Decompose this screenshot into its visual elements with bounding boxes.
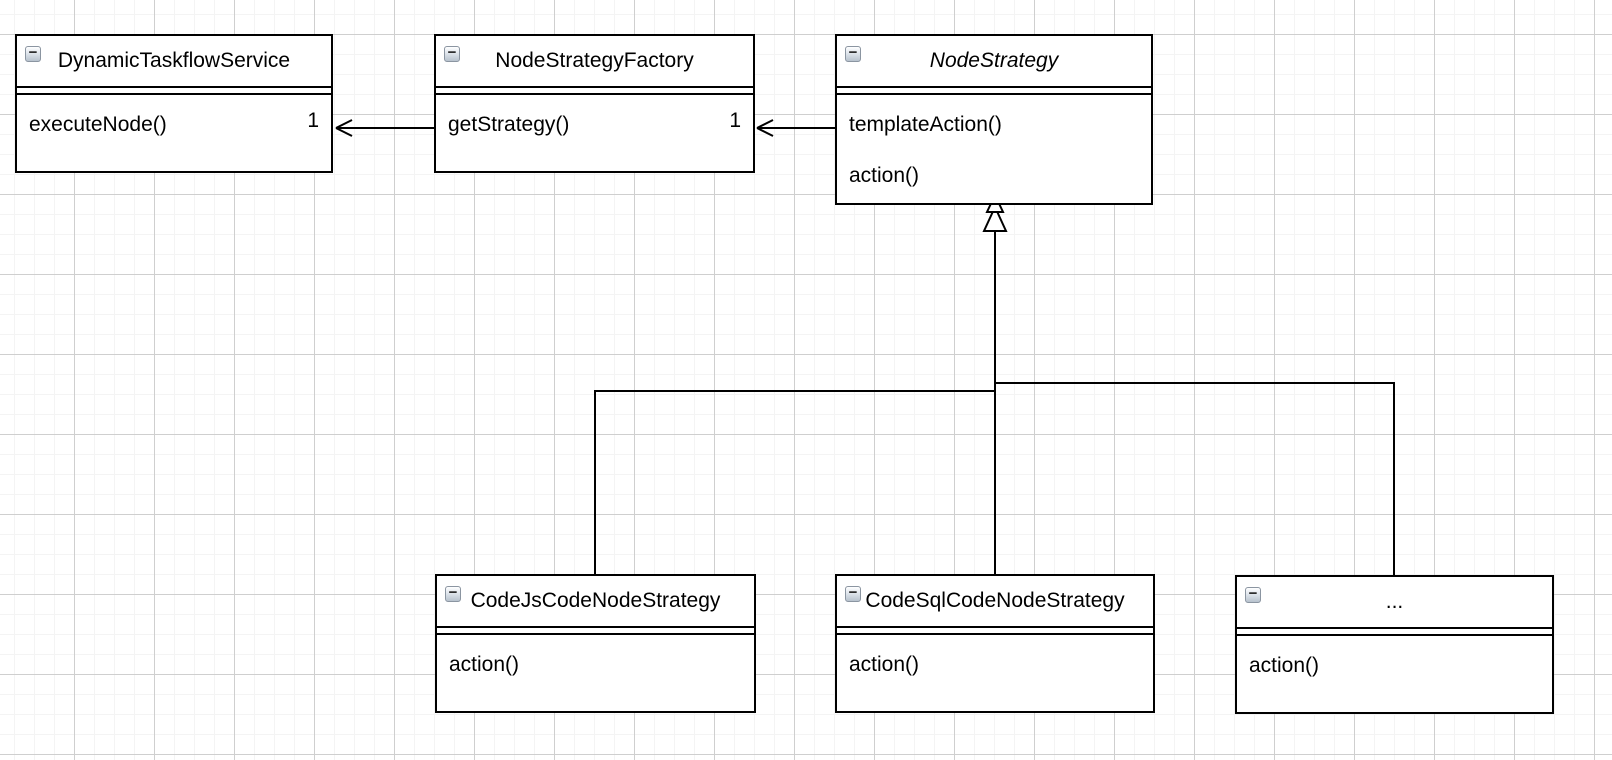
class-title: DynamicTaskflowService (57, 49, 291, 72)
method-label: getStrategy() (448, 113, 570, 136)
multiplicity-label: 1 (307, 109, 319, 132)
method-label: action() (1249, 654, 1320, 677)
class-header: − ... (1237, 577, 1552, 629)
class-header: − CodeJsCodeNodeStrategy (437, 576, 754, 628)
class-body: templateAction() action() (837, 95, 1151, 188)
class-box-ellipsis[interactable]: − ... action() (1235, 575, 1554, 714)
class-title: ... (1385, 590, 1404, 613)
collapse-minus-icon[interactable]: − (445, 585, 461, 602)
class-header: − NodeStrategyFactory (436, 36, 753, 88)
class-title: NodeStrategy (929, 49, 1059, 72)
method-label: templateAction() (849, 113, 1002, 136)
header-separator (837, 628, 1153, 635)
header-separator (1237, 629, 1552, 636)
collapse-minus-icon[interactable]: − (1245, 586, 1261, 603)
method-label: executeNode() (29, 113, 167, 136)
class-box-dynamic-taskflow-service[interactable]: − DynamicTaskflowService executeNode() 1 (15, 34, 333, 173)
header-separator (437, 628, 754, 635)
class-title: CodeJsCodeNodeStrategy (470, 589, 721, 612)
class-header: − CodeSqlCodeNodeStrategy (837, 576, 1153, 628)
class-box-code-sql-code-node-strategy[interactable]: − CodeSqlCodeNodeStrategy action() (835, 574, 1155, 713)
generalization-codejs-to-nodestrategy[interactable] (594, 231, 996, 574)
header-separator (17, 88, 331, 95)
method-label: action() (449, 653, 520, 676)
header-separator (837, 88, 1151, 95)
method-label: action() (849, 653, 920, 676)
association-factory-to-service[interactable] (335, 119, 434, 137)
collapse-minus-icon[interactable]: − (845, 585, 861, 602)
class-title: NodeStrategyFactory (495, 49, 694, 72)
class-body: getStrategy() (436, 95, 753, 137)
method-label: action() (849, 164, 920, 187)
class-title: CodeSqlCodeNodeStrategy (865, 589, 1125, 612)
class-header: − DynamicTaskflowService (17, 36, 331, 88)
generalization-ellipsis-to-nodestrategy[interactable] (994, 213, 1395, 575)
collapse-minus-icon[interactable]: − (444, 45, 460, 62)
class-body: executeNode() (17, 95, 331, 137)
class-box-node-strategy-factory[interactable]: − NodeStrategyFactory getStrategy() 1 (434, 34, 755, 173)
association-strategy-to-factory[interactable] (756, 119, 835, 137)
class-body: action() (437, 635, 754, 677)
class-body: action() (1237, 636, 1552, 678)
collapse-minus-icon[interactable]: − (25, 45, 41, 62)
collapse-minus-icon[interactable]: − (845, 45, 861, 62)
class-box-node-strategy[interactable]: − NodeStrategy templateAction() action() (835, 34, 1153, 205)
class-body: action() (837, 635, 1153, 677)
header-separator (436, 88, 753, 95)
multiplicity-label: 1 (729, 109, 741, 132)
class-header: − NodeStrategy (837, 36, 1151, 88)
class-box-code-js-code-node-strategy[interactable]: − CodeJsCodeNodeStrategy action() (435, 574, 756, 713)
